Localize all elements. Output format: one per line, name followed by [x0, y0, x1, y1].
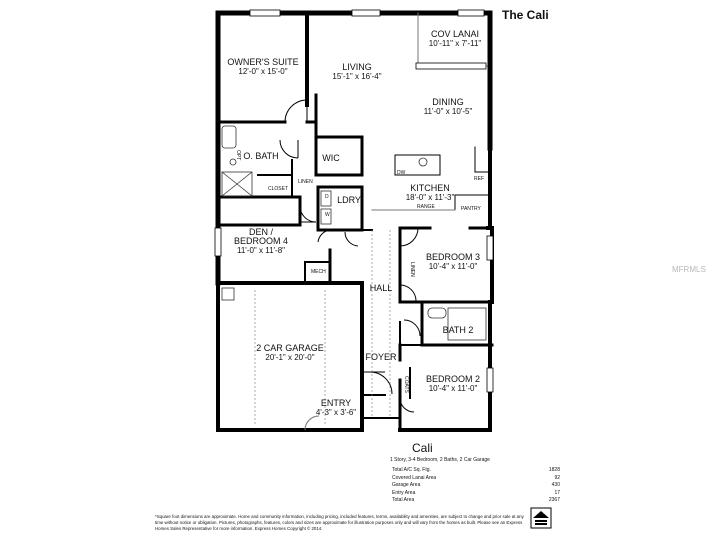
room-o-bath: O. BATH	[236, 152, 286, 161]
area-value: 430	[551, 482, 560, 488]
plan-title: The Cali	[502, 8, 549, 22]
room-kitchen-name: KITCHEN	[410, 183, 450, 193]
room-bedroom3: BEDROOM 3 10'-4" x 11'-0"	[416, 252, 490, 272]
area-label: Total Area	[392, 497, 415, 503]
area-label: Covered Lanai Area	[392, 474, 437, 481]
opt-label: OPT	[235, 150, 241, 161]
room-dining-dims: 11'-0" x 10'-5"	[423, 107, 473, 116]
plan-name: Cali	[412, 441, 433, 455]
room-cov-lanai-name: COV LANAI	[430, 29, 479, 39]
room-bedroom3-name: BEDROOM 3	[425, 252, 480, 262]
room-den-name2: BEDROOM 4	[233, 236, 288, 246]
range-label: RANGE	[417, 204, 435, 210]
dishwasher-label: DW	[397, 170, 406, 176]
room-entry-dims: 4'-3" x 3'-6"	[315, 408, 357, 417]
refrigerator-label: REF	[474, 176, 484, 182]
dryer-label: D	[325, 194, 329, 200]
room-bedroom2-dims: 10'-4" x 11'-0"	[428, 384, 478, 393]
area-row: Garage Area 430	[392, 482, 560, 490]
room-den: DEN / BEDROOM 4 11'-0" x 11'-8"	[226, 227, 296, 256]
room-cov-lanai-dims: 10'-11" x 7'-11"	[428, 39, 482, 48]
area-row: Total A/C Sq. Ftg. 1828	[392, 467, 560, 475]
mech-label: MECH	[311, 269, 326, 275]
room-garage-name: 2 CAR GARAGE	[256, 343, 324, 353]
room-wic-name: WIC	[322, 153, 340, 163]
room-bedroom2: BEDROOM 2 10'-4" x 11'-0"	[416, 374, 490, 394]
closet-label: CLOSET	[268, 186, 289, 192]
room-owners-suite-name: OWNER'S SUITE	[227, 57, 299, 67]
room-bedroom3-dims: 10'-4" x 11'-0"	[428, 262, 478, 271]
room-kitchen-dims: 18'-0" x 11'-3"	[405, 193, 455, 202]
plan-subtitle: 1 Story, 3-4 Bedroom, 2 Baths, 2 Car Gar…	[390, 457, 490, 463]
room-entry-name: ENTRY	[320, 398, 352, 408]
room-o-bath-name: O. BATH	[243, 151, 279, 161]
room-owners-suite-dims: 12'-0" x 15'-0"	[238, 67, 288, 76]
linen-label: LINEN	[298, 179, 313, 185]
area-value: 1828	[548, 467, 560, 473]
room-living-name: LIVING	[342, 62, 372, 72]
washer-label: W	[325, 212, 330, 218]
room-owners-suite: OWNER'S SUITE 12'-0" x 15'-0"	[220, 57, 306, 77]
area-value: 92	[554, 474, 560, 481]
room-ldry: LDRY	[336, 196, 362, 205]
room-hall: HALL	[366, 284, 396, 293]
area-table: Total A/C Sq. Ftg. 1828 Covered Lanai Are…	[392, 467, 560, 505]
area-row: Entry Area 17	[392, 490, 560, 498]
area-label: Garage Area	[392, 482, 421, 488]
room-kitchen: KITCHEN 18'-0" x 11'-3"	[390, 183, 470, 203]
room-cov-lanai: COV LANAI 10'-11" x 7'-11"	[420, 29, 490, 49]
room-ldry-name: LDRY	[337, 195, 361, 205]
room-hall-name: HALL	[369, 283, 393, 293]
room-living: LIVING 15'-1" x 16'-4"	[312, 62, 402, 82]
watermark: MFRMLS	[672, 265, 706, 274]
room-foyer-name: FOYER	[365, 352, 397, 362]
coats-label: COATS	[403, 376, 409, 393]
pantry-label: PANTRY	[461, 206, 481, 212]
area-row: Covered Lanai Area 92	[392, 475, 560, 483]
room-foyer: FOYER	[364, 353, 398, 362]
disclaimer-text: *Square foot dimensions are approximate.…	[155, 514, 524, 531]
housing-logo-icon	[530, 507, 552, 529]
room-den-dims: 11'-0" x 11'-8"	[236, 246, 285, 255]
room-den-name: DEN /	[248, 227, 273, 237]
area-label: Total A/C Sq. Ftg.	[392, 467, 431, 473]
area-value: 17	[554, 489, 560, 496]
room-dining-name: DINING	[432, 97, 464, 107]
room-dining: DINING 11'-0" x 10'-5"	[408, 97, 488, 117]
room-bedroom2-name: BEDROOM 2	[425, 374, 480, 384]
room-bath2-name: BATH 2	[442, 325, 474, 335]
room-living-dims: 15'-1" x 16'-4"	[332, 72, 382, 81]
room-entry: ENTRY 4'-3" x 3'-6"	[310, 398, 362, 418]
room-garage: 2 CAR GARAGE 20'-1" x 20'-0"	[240, 343, 340, 363]
area-row: Total Area 2367	[392, 497, 560, 505]
room-garage-dims: 20'-1" x 20'-0"	[265, 353, 315, 362]
room-wic: WIC	[316, 154, 346, 163]
area-label: Entry Area	[392, 489, 416, 496]
area-value: 2367	[548, 497, 560, 503]
linen2-label: LINEN	[409, 262, 415, 277]
room-bath2: BATH 2	[436, 326, 480, 335]
